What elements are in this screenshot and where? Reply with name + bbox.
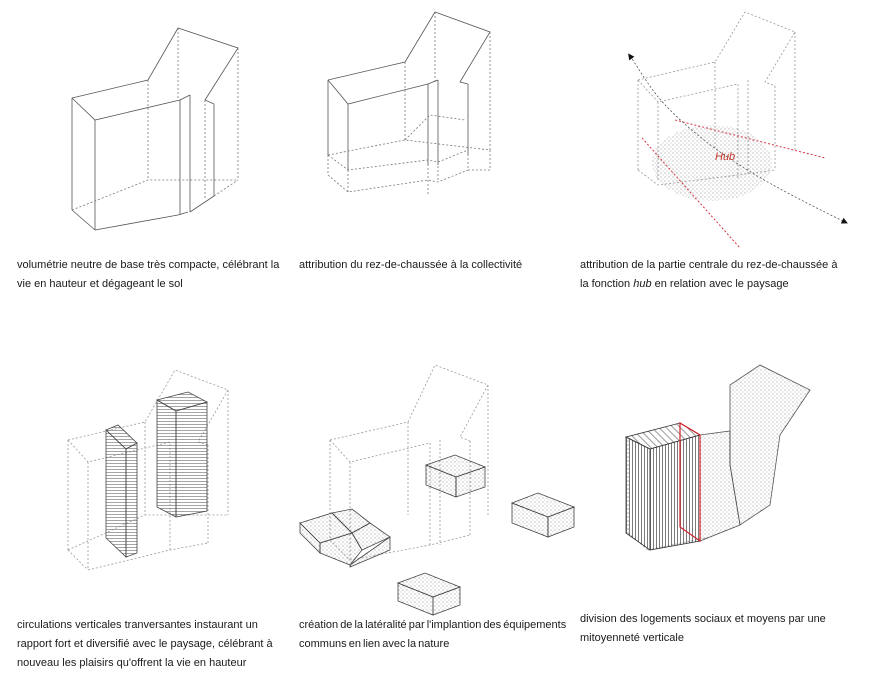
equipment-volume-central <box>424 454 487 498</box>
caption-4: circulations verticales tranversantes in… <box>17 619 273 669</box>
caption-3: attribution de la partie centrale du rez… <box>580 259 838 290</box>
hub-label: Hub <box>715 151 735 163</box>
diagram-panel-3: Hub attribution de la partie centrale du… <box>580 0 871 300</box>
social-housing-volume <box>624 422 702 551</box>
volume-diagram-ground-floor <box>327 11 491 195</box>
equipment-volume-south <box>396 572 462 616</box>
diagram-panel-5: création de la latéralité par l'implanti… <box>290 345 580 682</box>
volume-diagram-hub: Hub <box>628 11 848 249</box>
circulation-core-2 <box>155 391 209 518</box>
equipment-volume-west <box>299 508 391 568</box>
vertical-party-wall <box>679 421 701 543</box>
equipment-volume-east <box>510 492 576 538</box>
housing-division-diagram <box>624 364 811 551</box>
circulation-core-1 <box>105 424 138 558</box>
caption-2: attribution du rez-de-chaussée à la coll… <box>299 259 523 271</box>
caption-6: division des logements sociaux et moyens… <box>580 613 826 644</box>
caption-5: création de la latéralité par l'implanti… <box>299 619 567 650</box>
diagram-panel-2: attribution du rez-de-chaussée à la coll… <box>290 0 580 300</box>
hub-zone <box>652 125 772 201</box>
caption-1: volumétrie neutre de base très compacte,… <box>17 259 280 290</box>
diagram-panel-4: circulations verticales tranversantes in… <box>0 345 290 682</box>
diagram-panel-6: division des logements sociaux et moyens… <box>580 345 871 682</box>
diagram-panel-1: volumétrie neutre de base très compacte,… <box>0 0 290 300</box>
shared-equipment-diagram <box>299 364 576 616</box>
volume-diagram-neutral <box>71 27 239 231</box>
vertical-circulation-diagram <box>67 369 229 571</box>
